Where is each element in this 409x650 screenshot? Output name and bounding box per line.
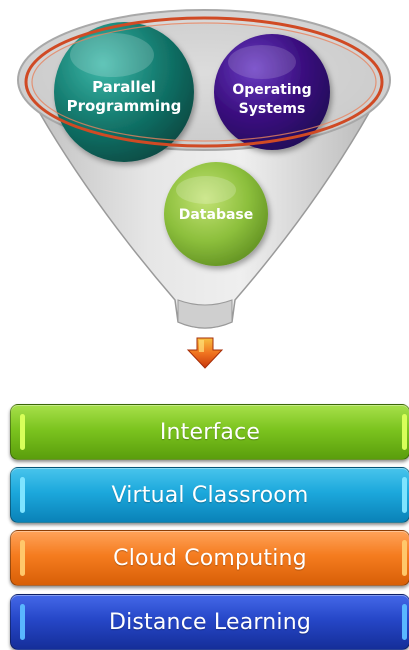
bar-accent-left: [20, 414, 25, 450]
bar-label-distance-learning: Distance Learning: [108, 609, 312, 635]
bar-label-interface: Interface: [159, 419, 261, 445]
bar-accent-right: [402, 414, 407, 450]
highlight-ellipse: [24, 16, 384, 148]
funnel-spout: [177, 299, 233, 329]
bar-accent-right: [402, 540, 407, 576]
bar-cloud-computing: Cloud Computing: [10, 530, 409, 586]
operating-label-line2: Systems: [239, 101, 306, 117]
parallel-label-line1: Parallel: [92, 78, 156, 96]
database-label: Database: [179, 207, 254, 223]
circle-operating-systems: [214, 34, 330, 150]
bar-label-cloud-computing: Cloud Computing: [113, 545, 307, 571]
bar-accent-left: [20, 540, 25, 576]
bar-accent-right: [402, 604, 407, 640]
bar-virtual-classroom: Virtual Classroom: [10, 467, 409, 523]
highlight-ellipse-inner: [31, 22, 377, 142]
funnel-diagram: Parallel Programming Operating Systems D…: [17, 9, 391, 369]
bar-accent-left: [20, 477, 25, 513]
parallel-label-line2: Programming: [67, 97, 182, 115]
circle-parallel-programming: [54, 22, 194, 162]
bar-accent-right: [402, 477, 407, 513]
operating-label-line1: Operating: [232, 82, 311, 98]
bar-label-virtual-classroom: Virtual Classroom: [111, 482, 309, 508]
down-arrow-icon: [186, 337, 224, 369]
bar-distance-learning: Distance Learning: [10, 594, 409, 650]
bar-accent-left: [20, 604, 25, 640]
bar-interface: Interface: [10, 404, 409, 460]
circle-database: [164, 162, 268, 266]
